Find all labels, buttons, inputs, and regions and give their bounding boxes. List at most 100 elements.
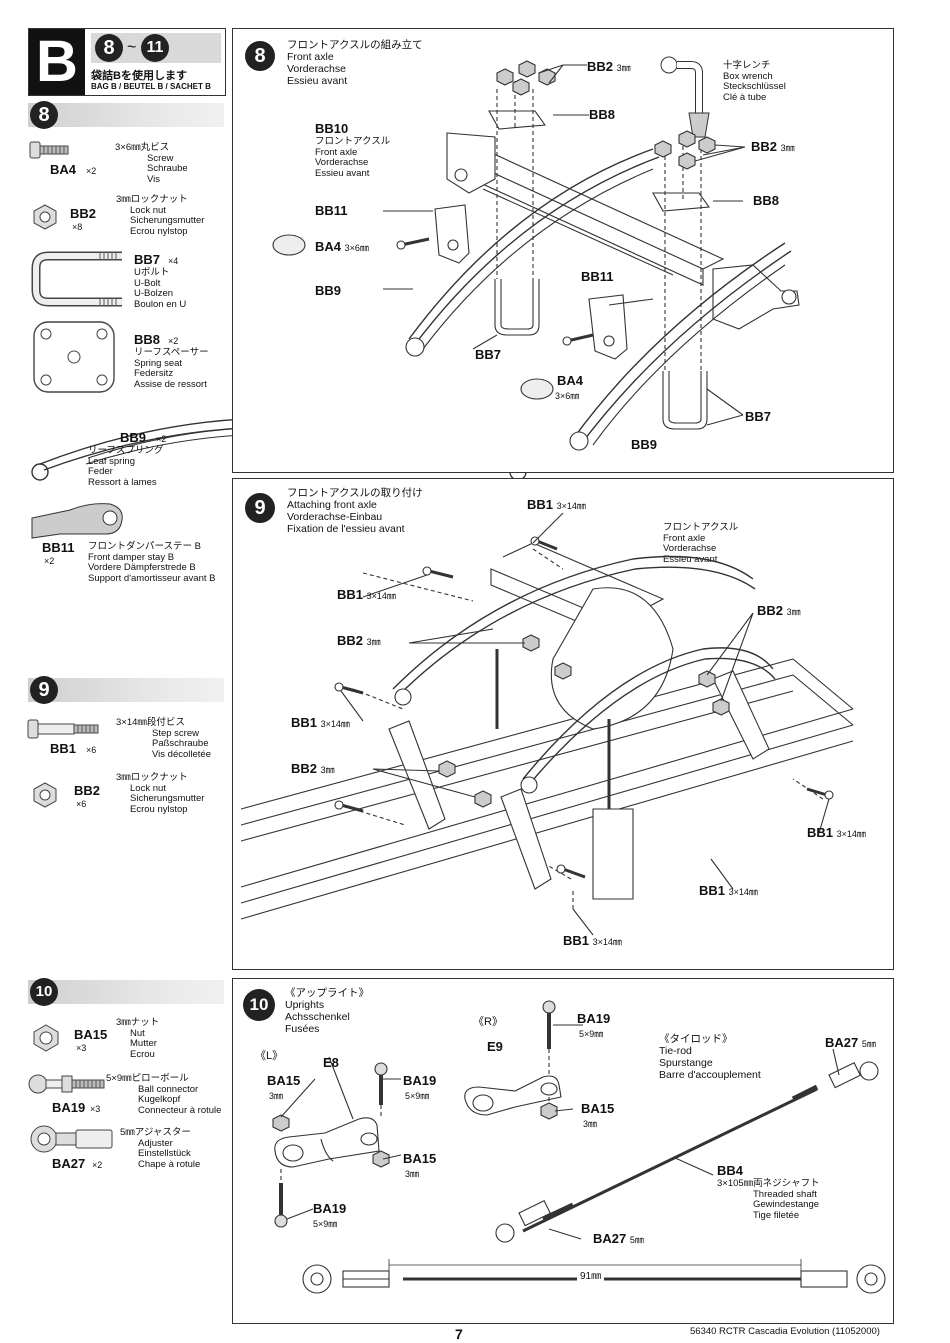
title-line: Barre d'accouplement (659, 1069, 761, 1081)
desc-line: リーフスペーサー (134, 347, 209, 358)
desc-line: 3×6㎜丸ビス (115, 142, 170, 153)
desc-line: Chape à rotule (138, 1158, 201, 1170)
tilde: ~ (127, 39, 137, 56)
label-text: BB1 (699, 883, 726, 898)
part-desc-ba4: 3×6㎜丸ビス Screw Schraube Vis (115, 142, 188, 185)
note-line: Essieu avant (663, 553, 718, 565)
part-desc-ba27: 5㎜アジャスター Adjuster Einstellstück Chape à … (120, 1127, 201, 1170)
label-bb7-left: BB7 (475, 347, 502, 362)
label-e9: E9 (487, 1039, 503, 1054)
label-size: 3㎜ (616, 63, 631, 73)
label-text: BB1 (807, 825, 834, 840)
part-code-ba19: BA19 (52, 1100, 86, 1115)
label-bb8-top: BB8 (589, 107, 616, 122)
step-10-badge: 10 (30, 978, 58, 1006)
part-desc-bb7: Uボルト U-Bolt U-Bolzen Boulon en U (134, 267, 186, 310)
lock-nut-icon (33, 204, 57, 230)
label-bb11-left: BB11 (315, 203, 348, 218)
label-size: 3㎜ (780, 143, 795, 153)
part-code-bb2-step9: BB2 (74, 783, 101, 798)
desc-line: 5×9㎜ピローボール (106, 1073, 189, 1084)
label-text: BB1 (291, 715, 318, 730)
desc-line: Front damper stay B (88, 551, 175, 563)
part-desc-ba19: 5×9㎜ピローボール Ball connector Kugelkopf Conn… (106, 1073, 221, 1116)
desc-line: Tige filetée (753, 1209, 800, 1221)
title-line: Tie-rod (659, 1045, 692, 1057)
part-qty-bb8: ×2 (168, 336, 179, 346)
title-line: Achsschenkel (285, 1011, 350, 1023)
part-desc-bb9: リーフスプリング Leaf spring Feder Ressort à lam… (88, 445, 163, 488)
desc-line: Leaf spring (88, 455, 136, 467)
title-line: 《タイロッド》 (659, 1033, 733, 1045)
desc-line: フロントダンパーステー B (88, 541, 202, 552)
title-line: Fixation de l'essieu avant (287, 523, 405, 535)
desc-line: フロントアクスル (315, 136, 391, 147)
title-line: 《アップライト》 (285, 987, 369, 999)
panel-9-title: フロントアクスルの取り付け Attaching front axle Vorde… (287, 487, 423, 535)
label-size: 3×14㎜ (556, 501, 586, 511)
tool-label: 十字レンチ Box wrench Steckschlüssel Clé à tu… (723, 60, 786, 103)
u-bolt-icon (31, 251, 122, 307)
p9-label-bb1-right: BB1 3×14㎜ (807, 825, 866, 840)
desc-line: Threaded shaft (753, 1188, 817, 1200)
title-line: Fusées (285, 1023, 320, 1035)
tierod-title: 《タイロッド》 Tie-rod Spurstange Barre d'accou… (659, 1033, 761, 1081)
bag-step-range: 8 ~ 11 (91, 33, 221, 63)
p9-label-bb1-bottom: BB1 3×14㎜ (563, 933, 622, 948)
bag-letter: B (29, 29, 85, 95)
label-size: 3㎜ (366, 637, 381, 647)
label-ba4-mid: BA4 (557, 373, 584, 388)
p9-label-bb1-top: BB1 3×14㎜ (527, 497, 586, 512)
panel-10-title: 《アップライト》 Uprights Achsschenkel Fusées (285, 987, 369, 1035)
label-ba4-mid-size: 3×6㎜ (555, 391, 580, 401)
desc-line: Essieu avant (315, 167, 370, 179)
note-line: Front axle (663, 532, 706, 544)
note-line: Vorderachse (663, 543, 717, 554)
step-10-bar (28, 980, 224, 1004)
tool-line: Steckschlüssel (723, 81, 786, 92)
title-line: Attaching front axle (287, 499, 377, 511)
tool-line: 十字レンチ (723, 60, 771, 71)
desc-line: Ball connector (138, 1083, 199, 1095)
desc-line: Lock nut (130, 204, 166, 216)
label-ba19-l-top-size: 5×9㎜ (405, 1091, 430, 1101)
label-bb11-mid: BB11 (581, 269, 614, 284)
label-ba19-l-bottom-size: 5×9㎜ (313, 1219, 338, 1229)
product-code: 56340 RCTR Cascadia Evolution (11052000) (690, 1326, 880, 1337)
label-text: BB1 (563, 933, 590, 948)
label-size: 3×14㎜ (320, 719, 350, 729)
label-ba4-left: BA4 3×6㎜ (315, 239, 369, 254)
desc-line: Gewindestange (753, 1199, 820, 1210)
label-text: BB2 (337, 633, 364, 648)
bag-header: B 8 ~ 11 袋詰Bを使用します BAG B / BEUTEL B / SA… (28, 28, 226, 96)
label-text: BB2 (291, 761, 318, 776)
title-line: フロントアクスルの取り付け (287, 487, 423, 499)
desc-line: 5㎜アジャスター (120, 1127, 191, 1138)
desc-line: Adjuster (138, 1137, 173, 1149)
tool-line: Box wrench (723, 70, 773, 82)
label-size: 3×14㎜ (592, 937, 622, 947)
desc-line: Uボルト (134, 267, 170, 278)
step-8-badge: 8 (30, 101, 58, 129)
part-desc-bb2-step9: 3㎜ロックナット Lock nut Sicherungsmutter Ecrou… (116, 772, 204, 815)
desc-line: 3×14㎜段付ビス (116, 717, 185, 728)
step-8-panel: 8 フロントアクスルの組み立て Front axle Vorderachse E… (232, 28, 894, 473)
desc-line: U-Bolzen (134, 288, 174, 299)
label-text: BA27 (825, 1035, 859, 1050)
desc-line: 3×105㎜両ネジシャフト (717, 1178, 820, 1189)
desc-line: Feder (88, 466, 113, 477)
part-qty-bb9: ×2 (156, 434, 167, 444)
damper-stay-icon (31, 503, 123, 539)
p9-label-bb1-bottom-right: BB1 3×14㎜ (699, 883, 758, 898)
spring-seat-icon (33, 321, 115, 393)
part-desc-bb8: リーフスペーサー Spring seat Federsitz Assise de… (134, 347, 209, 390)
desc-line: Support d'amortisseur avant B (88, 572, 216, 584)
desc-line: Vorderachse (315, 157, 369, 168)
step-8-bar (28, 103, 224, 127)
page-number: 7 (455, 1326, 463, 1342)
panel-8-badge: 8 (245, 41, 275, 71)
screw-icon (29, 141, 69, 159)
desc-line: Ecrou (130, 1048, 155, 1060)
title-line: フロントアクスルの組み立て (287, 39, 423, 51)
label-ba15-r-size: 3㎜ (583, 1119, 598, 1129)
